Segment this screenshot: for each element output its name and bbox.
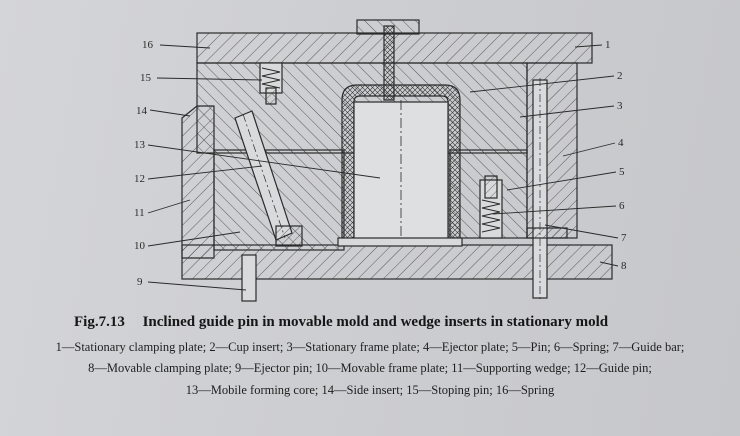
legend-item: 7—Guide bar; <box>612 340 685 354</box>
label-15: 15 <box>140 72 152 84</box>
legend-item: 2—Cup insert; <box>209 340 287 354</box>
legend-item: 3—Stationary frame plate; <box>286 340 423 354</box>
legend-item: 10—Movable frame plate; <box>315 361 452 375</box>
legend-item: 8—Movable clamping plate; <box>88 361 235 375</box>
legend-item: 14—Side insert; <box>321 383 407 397</box>
pin <box>484 175 498 199</box>
side-insert <box>181 105 215 259</box>
legend-item: 15—Stoping pin; <box>406 383 496 397</box>
legend-line-3: 13—Mobile forming core; 14—Side insert; … <box>0 383 740 398</box>
label-4: 4 <box>618 137 624 149</box>
legend-item: 9—Ejector pin; <box>235 361 316 375</box>
guide-bar-head <box>526 227 568 239</box>
figure-caption: Fig.7.13 Inclined guide pin in movable m… <box>74 314 714 331</box>
legend-item: 16—Spring <box>495 383 555 397</box>
legend-item: 13—Mobile forming core; <box>185 383 322 397</box>
label-14: 14 <box>136 105 148 117</box>
legend-line-1: 1—Stationary clamping plate; 2—Cup inser… <box>0 340 740 355</box>
label-12: 12 <box>134 173 145 185</box>
figure-number: Fig.7.13 <box>74 314 125 330</box>
core-base <box>337 237 463 247</box>
stoping-pin <box>265 87 277 105</box>
legend-line-2: 8—Movable clamping plate; 9—Ejector pin;… <box>0 361 740 376</box>
label-16: 16 <box>142 39 154 51</box>
label-9: 9 <box>137 276 143 288</box>
label-8: 8 <box>621 260 627 272</box>
label-11: 11 <box>134 207 145 219</box>
label-6: 6 <box>619 200 625 212</box>
legend-item: 4—Ejector plate; <box>422 340 512 354</box>
label-3: 3 <box>617 100 623 112</box>
label-10: 10 <box>134 240 146 252</box>
legend-item: 5—Pin; <box>511 340 554 354</box>
mold-section-diagram: 16 15 14 13 12 11 10 9 1 2 3 4 5 6 7 8 <box>134 19 627 302</box>
ejector-pin <box>241 254 257 302</box>
label-7: 7 <box>621 232 627 244</box>
guide-pin-base <box>275 225 303 247</box>
figure-title: Inclined guide pin in movable mold and w… <box>142 314 609 330</box>
label-5: 5 <box>619 166 625 178</box>
label-1: 1 <box>605 39 611 51</box>
top-spring <box>261 67 281 89</box>
legend-item: 6—Spring; <box>553 340 613 354</box>
label-2: 2 <box>617 70 623 82</box>
mid-spring <box>481 199 501 233</box>
legend-item: 11—Supporting wedge; <box>451 361 574 375</box>
legend-item: 12—Guide pin; <box>573 361 652 375</box>
label-13: 13 <box>134 139 146 151</box>
legend-item: 1—Stationary clamping plate; <box>55 340 210 354</box>
